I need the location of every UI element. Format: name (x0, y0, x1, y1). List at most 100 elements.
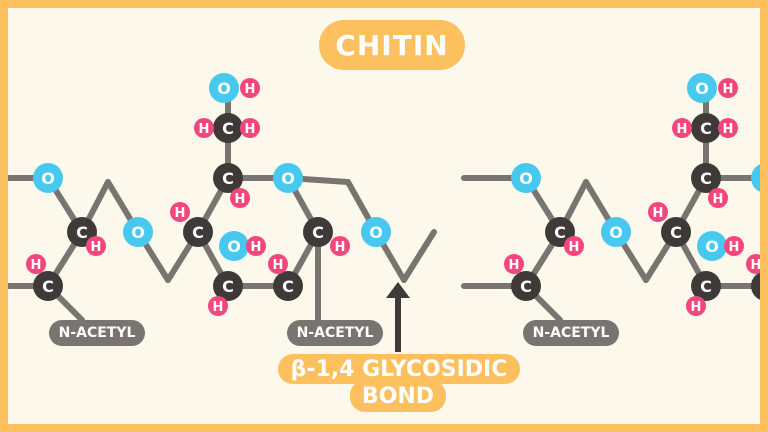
hydrogen-atom-circle (504, 254, 524, 274)
carbon-atom: C (661, 217, 691, 247)
oxygen-atom-circle (751, 164, 760, 192)
oxygen-atom-circle (697, 231, 727, 261)
hydrogen-atom: H (718, 78, 738, 98)
hydrogen-atom-circle (194, 118, 214, 138)
carbon-atom: C (213, 113, 243, 143)
carbon-atom-label: C (520, 277, 532, 296)
hydrogen-atom-label: H (569, 240, 580, 255)
carbon-atom-label: C (670, 223, 682, 242)
oxygen-atom-label: O (609, 223, 623, 242)
hydrogen-atom: H (330, 236, 350, 256)
hydrogen-atom-label: H (723, 82, 734, 97)
hydrogen-atom-label: H (199, 122, 210, 137)
carbon-atom-circle (273, 271, 303, 301)
hydrogen-atom: H (708, 188, 728, 208)
hydrogen-atom: H (230, 188, 250, 208)
hydrogen-atom: H (686, 296, 706, 316)
carbon-atom-circle (183, 217, 213, 247)
oxygen-atom-circle (33, 163, 63, 193)
oxygen-atom-label: O (519, 169, 533, 188)
hydrogen-atom-circle (746, 254, 760, 274)
carbon-atom-label: C (312, 223, 324, 242)
carbon-atom-label: C (222, 119, 234, 138)
arrow-head (386, 282, 410, 298)
hydrogen-atom: H (724, 236, 744, 256)
carbon-atom-circle (661, 217, 691, 247)
oxygen-atom: O (273, 163, 303, 193)
oxygen-atom-circle (273, 163, 303, 193)
carbon-atom-circle (303, 217, 333, 247)
carbon-atom-circle (213, 271, 243, 301)
hydrogen-atom: H (86, 236, 106, 256)
n-acetyl-text: N-ACETYL (296, 325, 374, 341)
page-title: CHITIN (335, 28, 449, 62)
oxygen-atom-label: O (759, 169, 768, 188)
oxygen-atom-circle (687, 73, 717, 103)
oxygen-atom-label: O (705, 237, 719, 256)
n-acetyl-text: N-ACETYL (58, 325, 136, 341)
oxygen-atom: O (687, 73, 717, 103)
n-acetyl-text: N-ACETYL (532, 325, 610, 341)
carbon-atom-label: C (700, 277, 712, 296)
hydrogen-atom-circle (708, 188, 728, 208)
hydrogen-atom-label: H (509, 258, 520, 273)
title-pill: CHITIN (319, 20, 465, 70)
carbon-atom: C (691, 163, 721, 193)
hydrogen-atom-circle (170, 202, 190, 222)
oxygen-atom-circle (511, 163, 541, 193)
hydrogen-atom-circle (246, 236, 266, 256)
hydrogen-atom: H (246, 236, 266, 256)
hydrogen-atom-label: H (251, 240, 262, 255)
carbon-atom: C (183, 217, 213, 247)
oxygen-atom-circle (601, 217, 631, 247)
n-acetyl-label-2: N-ACETYL (287, 320, 383, 346)
carbon-atom-label: C (554, 223, 566, 242)
hydrogen-atom-circle (86, 236, 106, 256)
carbon-atom-label: C (760, 277, 768, 296)
hydrogen-atom: H (746, 254, 762, 274)
carbon-atom: C (691, 113, 721, 143)
hydrogen-atom: H (672, 118, 692, 138)
hydrogen-atom-circle (686, 296, 706, 316)
glycosidic-bond-text-2: BOND (361, 383, 435, 409)
oxygen-atom-label: O (217, 79, 231, 98)
carbon-atom-circle (691, 113, 721, 143)
hydrogen-atom-circle (230, 188, 250, 208)
carbon-atom-circle (691, 163, 721, 193)
hydrogen-atom-circle (26, 254, 46, 274)
oxygen-atom-label: O (281, 169, 295, 188)
oxygen-atom-circle (209, 73, 239, 103)
hydrogen-atom-circle (240, 78, 260, 98)
oxygen-atom-label: O (369, 223, 383, 242)
hydrogen-atom-label: H (751, 258, 762, 273)
oxygen-atom: O (123, 217, 153, 247)
oxygen-atom-circle (219, 231, 249, 261)
hydrogen-atom: H (170, 202, 190, 222)
glycosidic-bond-label-line1: β-1,4 GLYCOSIDIC (278, 354, 520, 384)
oxygen-atom-label: O (41, 169, 55, 188)
n-acetyl-label-3: N-ACETYL (523, 320, 619, 346)
carbon-atom-circle (33, 271, 63, 301)
carbon-atom-circle (691, 271, 721, 301)
oxygen-atom-circle (361, 217, 391, 247)
glycosidic-bond-text-1: β-1,4 GLYCOSIDIC (290, 356, 508, 382)
hydrogen-atom-label: H (175, 206, 186, 221)
hydrogen-atom-circle (718, 118, 738, 138)
oxygen-atom: O (209, 73, 239, 103)
hydrogen-atom-label: H (729, 240, 740, 255)
carbon-atom: C (33, 271, 63, 301)
hydrogen-atom-circle (672, 118, 692, 138)
carbon-atom-circle (213, 163, 243, 193)
carbon-atom-label: C (282, 277, 294, 296)
hydrogen-atom: H (240, 78, 260, 98)
hydrogen-atom-label: H (235, 192, 246, 207)
hydrogen-atom: H (648, 202, 668, 222)
hydrogen-atom-label: H (713, 192, 724, 207)
oxygen-atom-label: O (227, 237, 241, 256)
atoms: OCCCCCCOHHHHHOHHHHOOOCCHHOCCCCCCOHHHHHOH… (26, 73, 768, 316)
oxygen-atom-label: O (695, 79, 709, 98)
hydrogen-atom-label: H (245, 122, 256, 137)
hydrogen-atom: H (718, 118, 738, 138)
carbon-atom: C (213, 271, 243, 301)
oxygen-atom-label: O (131, 223, 145, 242)
